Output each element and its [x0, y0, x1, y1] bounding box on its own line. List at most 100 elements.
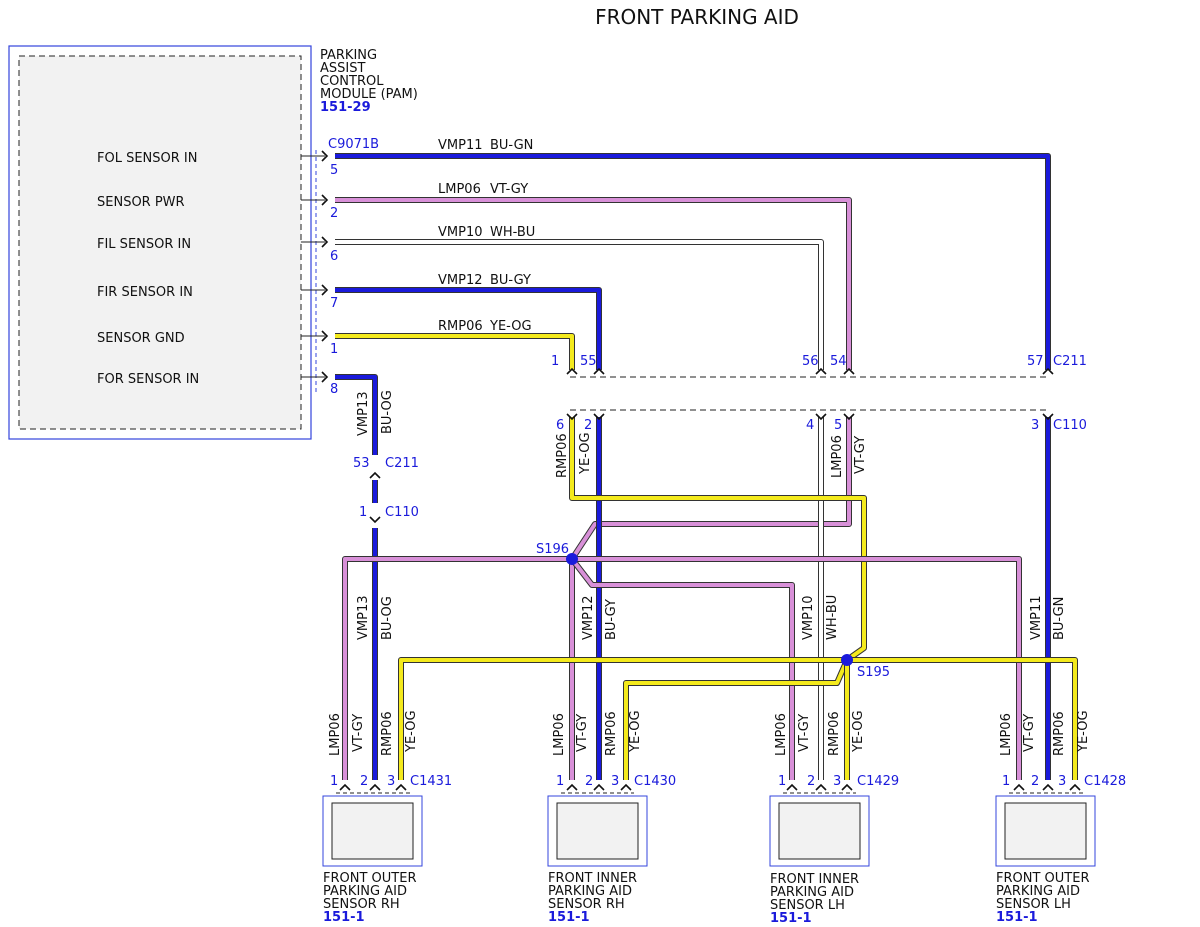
c110-label: C110 — [1053, 418, 1087, 433]
module-pin: 2 — [330, 206, 338, 221]
c211-arrow — [843, 367, 855, 375]
wire-label: VT-GY — [797, 714, 812, 752]
inline-connector-lines — [570, 376, 1048, 411]
input-label: SENSOR GND — [97, 331, 185, 346]
input-label: SENSOR PWR — [97, 195, 185, 210]
sensor-c1431: 1 2 3 C1431 FRONT OUTER PARKING AID SENS… — [322, 774, 452, 925]
sensor-name-line: PARKING AID — [996, 884, 1080, 899]
module-pin: 7 — [330, 296, 338, 311]
input-label: FOR SENSOR IN — [97, 372, 199, 387]
module-pin-arrow — [321, 150, 329, 162]
wire-label: VT-GY — [575, 714, 590, 752]
sensor-pin-arrow — [841, 783, 853, 791]
sensor-pin: 3 — [387, 774, 395, 789]
wire-label: YE-OG — [578, 432, 593, 475]
wire-label: VT-GY — [351, 714, 366, 752]
wire-label: VMP11 — [438, 138, 483, 153]
wire-lmp06 — [335, 198, 851, 370]
vertical-wire-labels: VMP13 BU-OG RMP06 YE-OG LMP06 VT-GY VMP1… — [356, 390, 1067, 640]
wire-label: RMP06 — [555, 433, 570, 478]
c211-arrow-left — [369, 471, 381, 479]
splice-s196: S196 — [536, 542, 578, 565]
module-pin: 6 — [330, 249, 338, 264]
wire-lmp06-lower — [570, 417, 851, 561]
module-pin-arrow — [321, 371, 329, 383]
wire-label: LMP06 — [830, 435, 845, 478]
sensor-wire-labels: LMP06 VT-GY RMP06 YE-OG LMP06 VT-GY RMP0… — [328, 710, 1091, 756]
sensor-pin: 1 — [556, 774, 564, 789]
module-name-line: PARKING — [320, 48, 377, 63]
wire-label: VMP12 — [581, 596, 596, 641]
module-pin: 5 — [330, 163, 338, 178]
module-leads — [301, 155, 325, 378]
wire-rmp06-lower — [570, 417, 866, 662]
wire-label: VMP13 — [356, 392, 371, 437]
wire-vmp12 — [335, 288, 601, 370]
wire-vmp13 — [335, 375, 377, 455]
sensor-name-line: SENSOR LH — [770, 898, 845, 913]
sensor-pin: 3 — [611, 774, 619, 789]
sensor-pin: 2 — [1031, 774, 1039, 789]
wire-label: LMP06 — [774, 713, 789, 756]
sensor-pin-arrow — [786, 783, 798, 791]
c211-arrow — [1042, 367, 1054, 375]
wire-label: BU-OG — [380, 390, 395, 434]
wire-label: BU-OG — [380, 596, 395, 640]
sensor-ref: 151-1 — [548, 910, 590, 925]
sensor-pin-arrow — [395, 783, 407, 791]
sensors: 1 2 3 C1431 FRONT OUTER PARKING AID SENS… — [322, 774, 1126, 926]
splice-s195: S195 — [841, 654, 890, 680]
wire-lmp06-lower-outline — [569, 417, 852, 561]
c110-arrow — [1042, 413, 1054, 421]
module-pin-arrow — [321, 194, 329, 206]
wire-rmp06-outline — [335, 333, 575, 370]
sensor-ref: 151-1 — [996, 910, 1038, 925]
inline-pin: 53 — [353, 456, 370, 471]
wire-label: YE-OG — [628, 710, 643, 753]
sensor-pin-arrow — [566, 783, 578, 791]
wire-label: YE-OG — [489, 319, 532, 334]
c110-arrow — [843, 413, 855, 421]
sensor-pin-arrow — [339, 783, 351, 791]
sensor-name-line: PARKING AID — [323, 884, 407, 899]
c211-label: C211 — [1053, 354, 1087, 369]
sensor-connector: C1429 — [857, 774, 899, 789]
wire-s196-to-c1428 — [572, 557, 1021, 780]
diagram-title: FRONT PARKING AID — [595, 5, 799, 29]
inline-pin: 5 — [834, 418, 842, 433]
module-name-line: CONTROL — [320, 74, 384, 89]
wire-s195-to-c1430-outline — [623, 658, 850, 780]
sensor-pin: 2 — [360, 774, 368, 789]
sensor-connector: C1431 — [410, 774, 452, 789]
sensor-c1429: 1 2 3 C1429 FRONT INNER PARKING AID SENS… — [769, 774, 899, 926]
wire-label: LMP06 — [999, 713, 1014, 756]
sensor-name-line: FRONT OUTER — [323, 871, 416, 886]
inline-pin: 6 — [556, 418, 564, 433]
module-ref: 151-29 — [320, 100, 371, 115]
input-label: FIL SENSOR IN — [97, 237, 191, 252]
wire-label: RMP06 — [827, 711, 842, 756]
inline-pin: 56 — [802, 354, 819, 369]
module-name-line: ASSIST — [320, 61, 365, 76]
wire-label: BU-GY — [490, 273, 531, 288]
sensor-name-line: SENSOR RH — [548, 897, 625, 912]
sensor-pin: 1 — [1002, 774, 1010, 789]
wire-label: RMP06 — [1052, 711, 1067, 756]
sensor-name-line: SENSOR LH — [996, 897, 1071, 912]
wire-rmp06 — [335, 334, 574, 370]
sensor-c1428: 1 2 3 C1428 FRONT OUTER PARKING AID SENS… — [995, 774, 1126, 925]
inline-pin: 1 — [359, 505, 367, 520]
wire-label: WH-BU — [825, 595, 840, 640]
wire-label: YE-OG — [1076, 710, 1091, 753]
sensor-c1430: 1 2 3 C1430 FRONT INNER PARKING AID SENS… — [547, 774, 676, 925]
wire-label: BU-GN — [1052, 597, 1067, 640]
module-pin: 8 — [330, 382, 338, 397]
module-pin-arrow — [321, 330, 329, 342]
wire-label: VMP10 — [801, 596, 816, 641]
sensor-name-line: PARKING AID — [548, 884, 632, 899]
inline-pin: 57 — [1027, 354, 1044, 369]
wire-label: VMP11 — [1029, 596, 1044, 641]
sensor-pin-arrow — [1013, 783, 1025, 791]
sensor-pin-arrow — [620, 783, 632, 791]
